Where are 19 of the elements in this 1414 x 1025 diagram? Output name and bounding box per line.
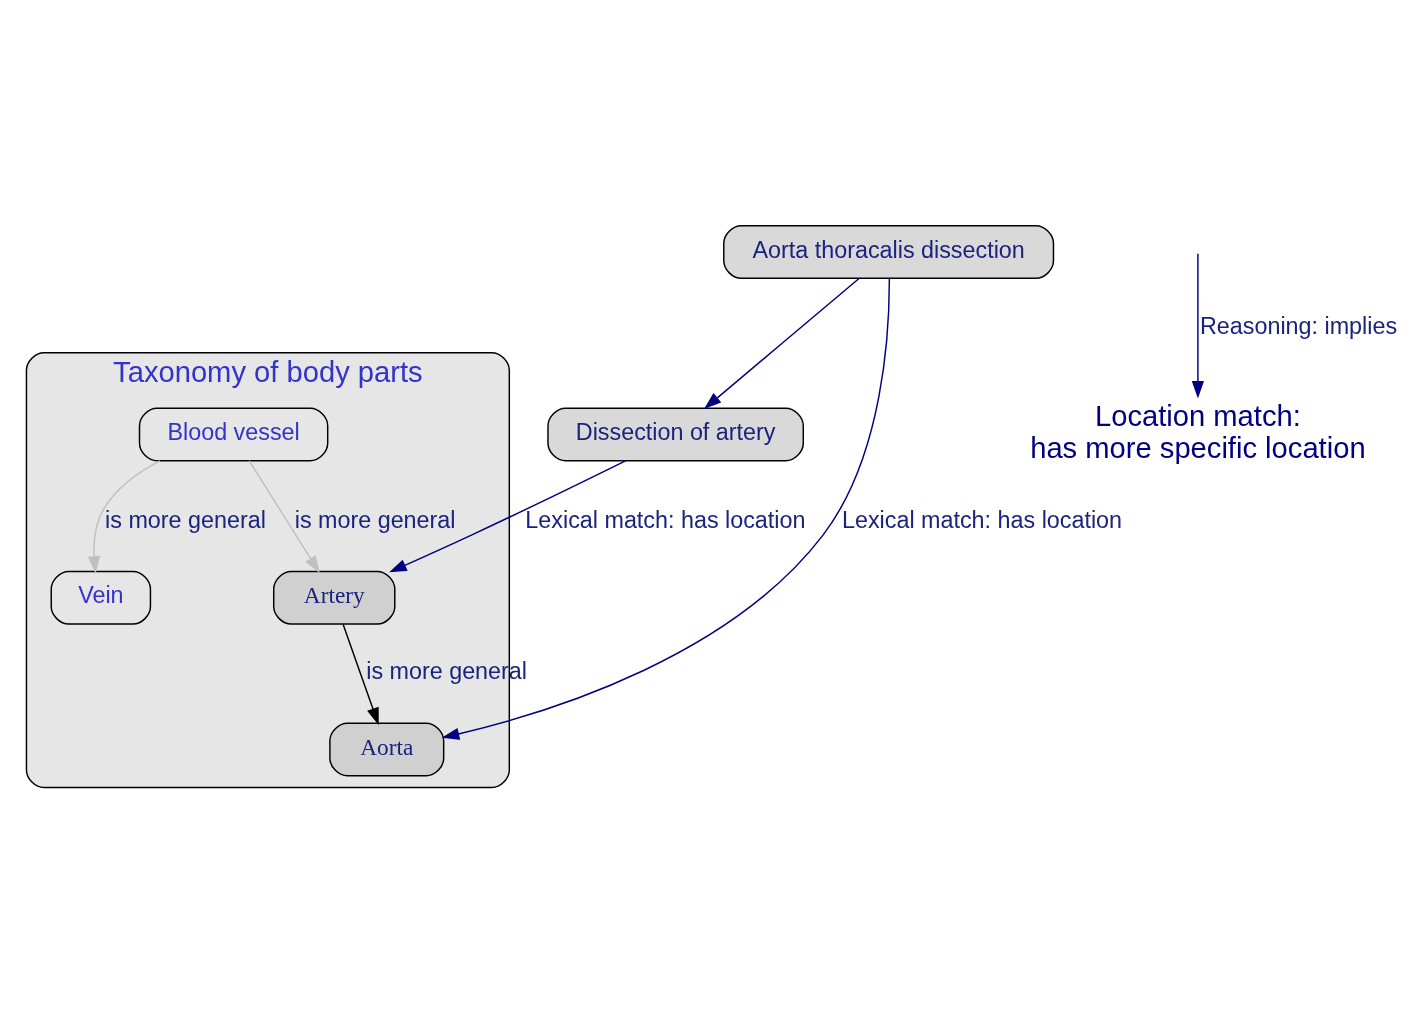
node-box: Blood vessel [138, 407, 329, 462]
arrow [248, 460, 320, 574]
arrow [704, 277, 860, 410]
node-box: Aorta [329, 722, 445, 777]
edge-label: Lexical match: has location [525, 506, 806, 533]
arrow [1191, 252, 1205, 399]
edge-label: is more general [294, 506, 456, 533]
arrow [342, 623, 379, 726]
edge-label: is more general [105, 506, 266, 533]
node-box: Artery [273, 570, 396, 625]
node-box: Aorta thoracalis dissection [723, 225, 1055, 280]
edge-label: Reasoning: implies [1200, 312, 1398, 339]
edge-label: Lexical match: has location [841, 506, 1123, 533]
arrow [389, 460, 627, 573]
node-text: Location match: has more specific location [1030, 399, 1366, 464]
node-box: Vein [50, 570, 152, 625]
node-box: Dissection of artery [547, 407, 804, 462]
arrow [87, 460, 161, 574]
arrow [441, 277, 891, 740]
